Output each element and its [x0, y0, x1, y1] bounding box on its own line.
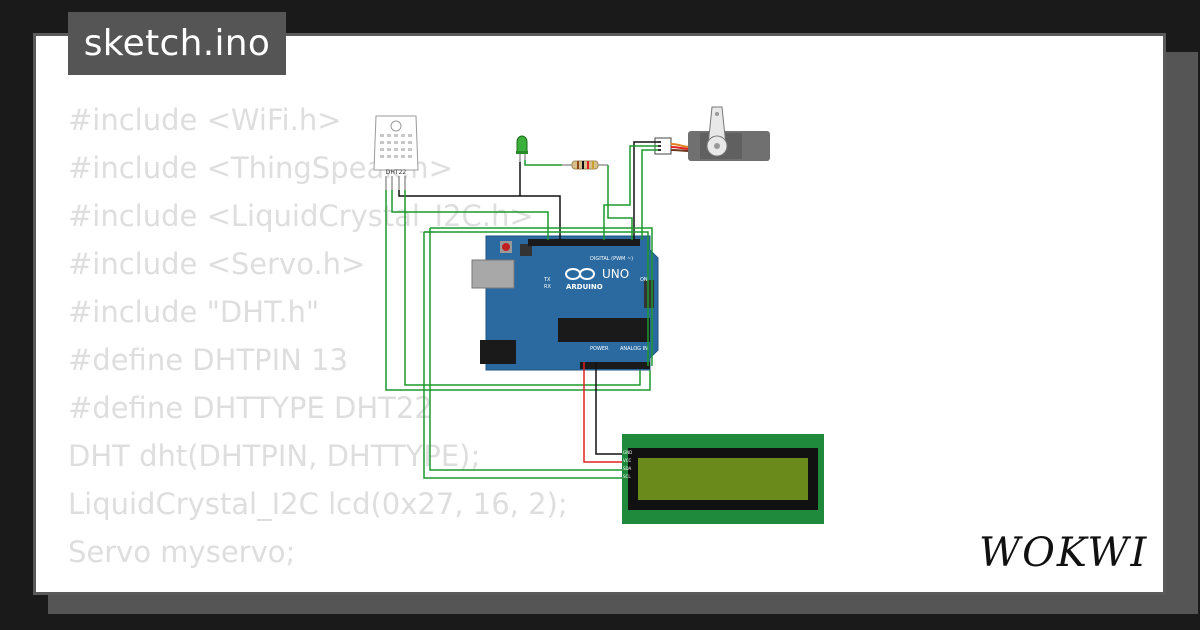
wires	[385, 141, 658, 479]
code-line: Servo myservo;	[68, 535, 296, 569]
lcd-1602-i2c[interactable]: GND VCC SDA SCL	[622, 434, 824, 524]
code-line: #include <WiFi.h>	[68, 103, 342, 137]
on-label: ON	[640, 277, 648, 283]
svg-text:VCC: VCC	[623, 458, 632, 463]
resistor[interactable]	[562, 160, 608, 170]
lcd-pin-labels: GND VCC SDA SCL	[623, 450, 632, 479]
wokwi-logo: WOKWI	[979, 530, 1148, 576]
green-led[interactable]	[516, 135, 528, 162]
code-line: LiquidCrystal_I2C lcd(0x27, 16, 2);	[68, 487, 568, 521]
code-line: DHT dht(DHTPIN, DHTTYPE);	[68, 439, 481, 473]
servo-motor[interactable]	[654, 106, 770, 161]
file-tab[interactable]: sketch.ino	[68, 12, 286, 75]
svg-text:GND: GND	[623, 450, 632, 455]
analog-header-label: ANALOG IN	[620, 346, 648, 352]
power-header-label: POWER	[590, 346, 609, 352]
rx-label: RX	[544, 284, 551, 290]
svg-text:WOKWI: WOKWI	[979, 530, 1148, 576]
code-line: #include <Servo.h>	[68, 247, 366, 281]
board-maker: ARDUINO	[566, 283, 603, 291]
board-model: UNO	[602, 267, 629, 281]
code-line: #define DHTTYPE DHT22	[68, 391, 433, 425]
tx-label: TX	[543, 277, 551, 283]
arduino-infinity-icon	[565, 268, 595, 280]
dht22-sensor[interactable]: DHT22	[373, 115, 419, 190]
arduino-uno-board[interactable]: UNO ARDUINO DIGITAL (PWM ~) POWER ANALOG…	[471, 235, 659, 371]
svg-text:SCL: SCL	[623, 474, 631, 479]
dht-label: DHT22	[386, 169, 407, 176]
code-line: #define DHTPIN 13	[68, 343, 348, 377]
digital-header-label: DIGITAL (PWM ~)	[590, 256, 633, 262]
code-line: #include "DHT.h"	[68, 295, 320, 329]
svg-text:SDA: SDA	[623, 466, 632, 471]
